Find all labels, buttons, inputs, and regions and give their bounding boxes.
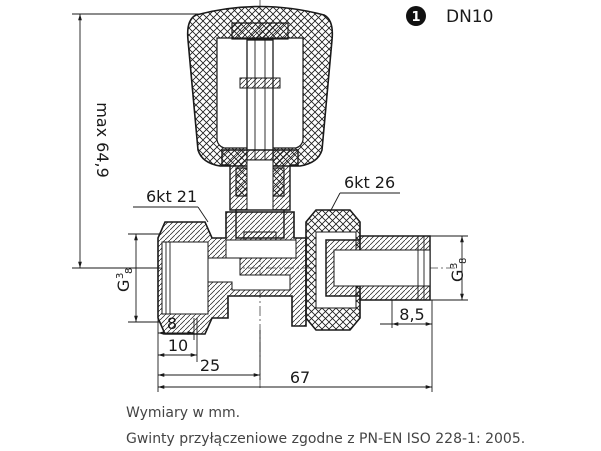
union-coupling <box>305 209 431 331</box>
thread-right-denominator: 8 <box>458 258 469 264</box>
badge-circle <box>406 6 426 26</box>
thread-left: G 3 8 <box>114 233 160 323</box>
dim-bottom: 8 10 25 67 8,5 <box>157 300 433 392</box>
valve-stem <box>239 39 281 161</box>
caption-units: Wymiary w mm. <box>126 405 241 421</box>
badge-number: 1 <box>411 10 420 25</box>
badge-label: DN10 <box>446 7 493 27</box>
hex-left-callout: 6kt 21 <box>133 187 209 223</box>
thread-right: G 3 8 <box>430 235 469 301</box>
dn-badge: 1 DN10 <box>406 6 493 27</box>
handle-top-cap <box>231 22 289 40</box>
dim-height: max 64,9 <box>72 13 200 269</box>
hex-right-label: 6kt 26 <box>344 173 395 192</box>
stem-collar <box>239 77 281 89</box>
dim-67-label: 67 <box>290 368 310 387</box>
caption-standard: Gwinty przyłączeniowe zgodne z PN-EN ISO… <box>126 431 526 447</box>
thread-left-denominator: 8 <box>124 268 135 274</box>
stem-shaft <box>246 39 274 161</box>
thread-left-prefix: G <box>114 280 133 292</box>
thread-left-numerator: 3 <box>115 273 126 279</box>
dim-10-label: 10 <box>168 336 188 355</box>
valve-body <box>157 211 307 335</box>
dim-25-label: 25 <box>200 356 220 375</box>
dim-8-5-label: 8,5 <box>399 305 424 324</box>
thread-right-prefix: G <box>448 270 467 282</box>
dim-8-label: 8 <box>167 314 177 333</box>
thread-right-numerator: 3 <box>449 263 460 269</box>
dim-height-label: max 64,9 <box>93 102 112 178</box>
hex-right-callout: 6kt 26 <box>329 173 400 213</box>
hex-left-label: 6kt 21 <box>146 187 197 206</box>
